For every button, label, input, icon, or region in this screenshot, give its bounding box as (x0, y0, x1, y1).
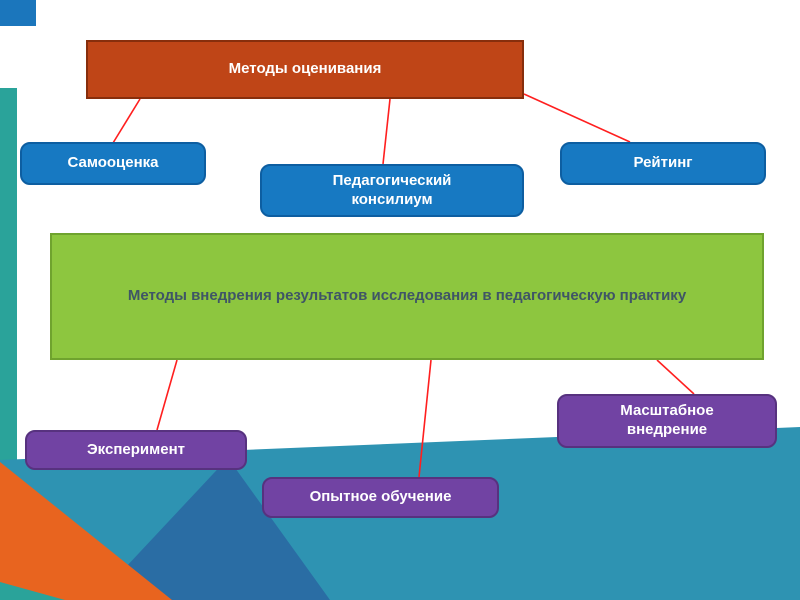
edge-implementation-trial-training (418, 359, 432, 478)
node-evaluation-methods: Методы оценивания (86, 40, 524, 99)
node-experiment: Эксперимент (25, 430, 247, 470)
node-self-assessment: Самооценка (20, 142, 206, 185)
node-trial-training-label: Опытное обучение (309, 488, 452, 506)
node-trial-training: Опытное обучение (262, 477, 499, 518)
node-rating-label: Рейтинг (633, 154, 693, 172)
node-self-assessment-label: Самооценка (67, 154, 159, 172)
edge-evaluation-rating (523, 93, 631, 143)
edge-implementation-scale (656, 359, 695, 395)
node-experiment-label: Эксперимент (87, 440, 185, 458)
corner-blue-block (0, 0, 36, 26)
edge-evaluation-consilium (382, 98, 391, 165)
node-scale-implementation-label: Масштабное внедрение (620, 402, 714, 438)
edge-implementation-experiment (156, 359, 178, 431)
bottom-left-teal-sliver (0, 582, 65, 600)
node-pedagogical-consilium: Педагогический консилиум (260, 164, 524, 217)
node-scale-implementation: Масштабное внедрение (557, 394, 777, 448)
node-implementation-methods-label: Методы внедрения результатов исследовани… (127, 287, 687, 305)
node-pedagogical-consilium-label: Педагогический консилиум (332, 171, 452, 208)
node-rating: Рейтинг (560, 142, 766, 185)
bottom-orange-triangle (0, 462, 172, 600)
left-teal-strip (0, 88, 17, 462)
node-implementation-methods: Методы внедрения результатов исследовани… (50, 233, 764, 360)
edge-evaluation-self-assessment (112, 98, 141, 144)
node-evaluation-methods-label: Методы оценивания (228, 60, 382, 78)
